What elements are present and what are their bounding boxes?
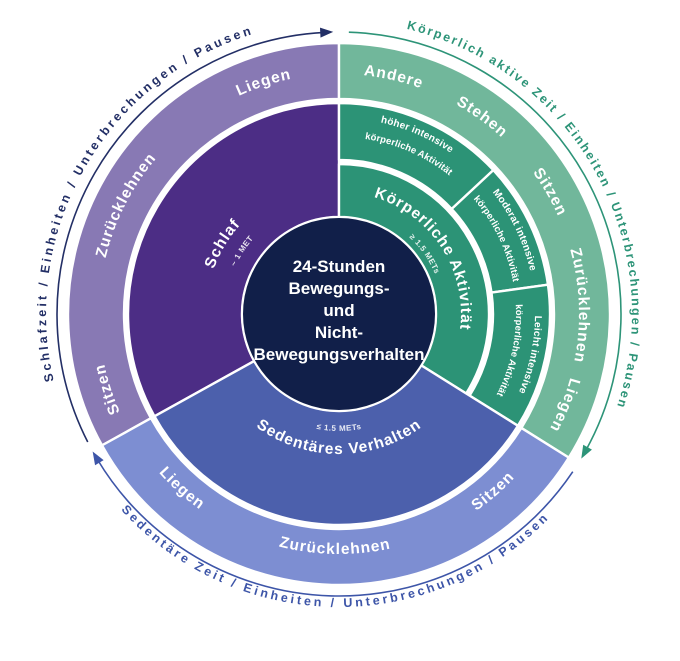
aktivitaet-arrow-arc [348, 31, 622, 452]
sedentaer-outer-ring-sector [100, 417, 571, 587]
center-title-line-2: und [323, 301, 354, 320]
sedentaer-arrow-arc [96, 458, 574, 597]
aktivitaet-outer-ring-sector [337, 41, 612, 459]
schlaf-arrowhead-icon [319, 27, 334, 38]
center-circle [241, 216, 437, 412]
center-title-line-0: 24-Stunden [293, 257, 386, 276]
sedentaer-arrowhead-icon [92, 451, 104, 466]
sedentaer-met-label: ≤ 1.5 METs [316, 422, 362, 433]
center-title-line-4: Bewegungsverhalten [254, 345, 425, 364]
schlaf-outer-ring-sector [66, 41, 341, 447]
center-title-line-1: Bewegungs- [288, 279, 389, 298]
sedentaer-met-label-text: ≤ 1.5 METs [316, 422, 362, 433]
schlaf-arrow-arc [56, 31, 325, 443]
aktivitaet-arrowhead-icon [581, 444, 592, 459]
center-title-line-3: Nicht- [315, 323, 363, 342]
